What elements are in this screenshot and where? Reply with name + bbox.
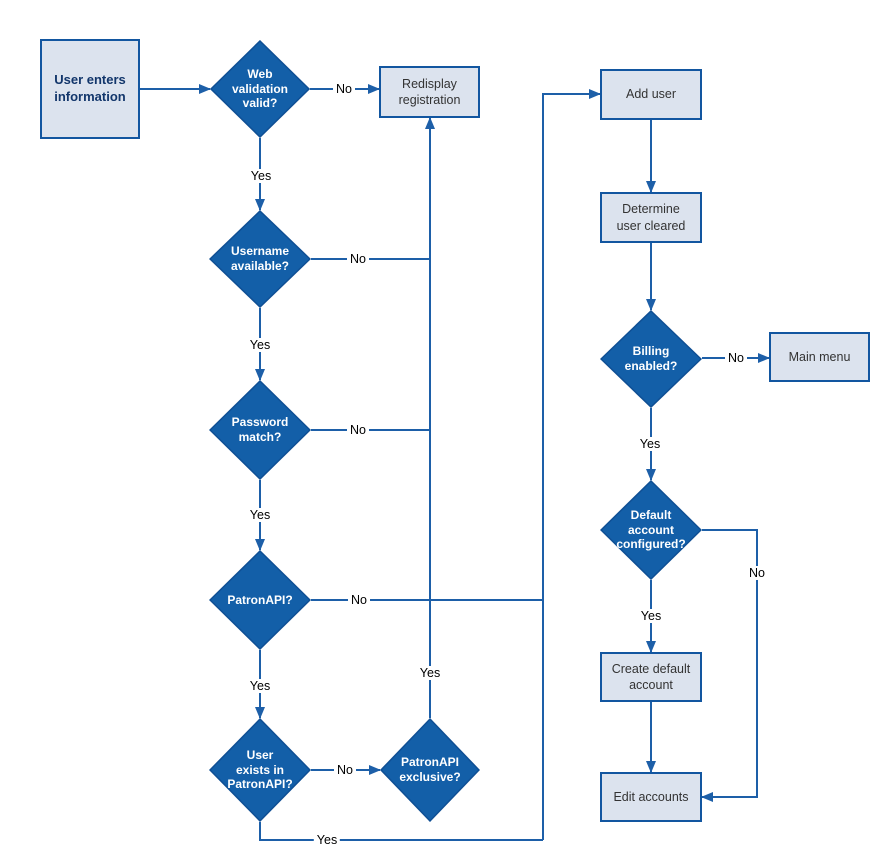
edge-userexists-yes-to-adduser-line	[259, 822, 543, 841]
edge-label-web-validation-no: No	[333, 82, 355, 96]
edge-label-billing-no: No	[725, 351, 747, 365]
node-label: PatronAPI exclusive?	[399, 755, 461, 784]
node-label: Web validation valid?	[231, 67, 288, 111]
node-user-enters-information: User enters information	[40, 39, 140, 139]
edge-label-user-exists-no: No	[334, 763, 356, 777]
edge-label-patronapi-no: No	[348, 593, 370, 607]
edge-label-password-no: No	[347, 423, 369, 437]
node-password-match: Password match?	[209, 380, 311, 480]
node-label: Create default account	[611, 661, 691, 692]
diamond-shape	[209, 380, 311, 480]
node-label: Add user	[625, 87, 677, 102]
diamond-shape	[380, 718, 480, 822]
node-label: Username available?	[230, 244, 290, 273]
node-label: Default account configured?	[616, 508, 686, 552]
node-patronapi: PatronAPI?	[209, 550, 311, 650]
edge-label-exclusive-yes: Yes	[416, 666, 444, 680]
edge-label-username-no: No	[347, 252, 369, 266]
node-determine-user-cleared: Determine user cleared	[600, 192, 702, 243]
edge-trunk-to-adduser	[542, 89, 601, 840]
node-label: Redisplay registration	[398, 76, 461, 107]
edge-label-default-no: No	[746, 566, 768, 580]
edge-label-password-yes: Yes	[246, 508, 274, 522]
diamond-shape	[600, 480, 702, 580]
edge-label-default-yes: Yes	[637, 609, 665, 623]
node-create-default-account: Create default account	[600, 652, 702, 702]
edge-label-username-yes: Yes	[246, 338, 274, 352]
node-label: PatronAPI?	[227, 592, 293, 607]
edge-label-user-exists-yes: Yes	[313, 833, 341, 847]
edge-label-billing-yes: Yes	[636, 437, 664, 451]
edge-label-web-validation-yes: Yes	[247, 169, 275, 183]
node-redisplay-registration: Redisplay registration	[379, 66, 480, 118]
node-label: User exists in PatronAPI?	[227, 748, 293, 792]
node-label: Billing enabled?	[624, 344, 678, 373]
node-label: Password match?	[231, 415, 289, 444]
node-edit-accounts: Edit accounts	[600, 772, 702, 822]
node-label: Main menu	[788, 349, 851, 364]
node-patronapi-exclusive: PatronAPI exclusive?	[380, 718, 480, 822]
node-add-user: Add user	[600, 69, 702, 120]
node-label: Determine user cleared	[616, 202, 686, 233]
node-label: User enters information	[54, 72, 126, 104]
node-user-exists-in-patronapi: User exists in PatronAPI?	[209, 718, 311, 822]
edge-default-no-to-editaccounts	[701, 529, 758, 802]
diamond-shape	[210, 40, 310, 138]
edge-label-patronapi-yes: Yes	[246, 679, 274, 693]
diamond-shape	[600, 310, 702, 408]
node-default-account-configured: Default account configured?	[600, 480, 702, 580]
node-web-validation-valid: Web validation valid?	[210, 40, 310, 138]
node-label: Edit accounts	[613, 789, 689, 804]
diamond-shape	[209, 550, 311, 650]
node-billing-enabled: Billing enabled?	[600, 310, 702, 408]
node-username-available: Username available?	[209, 210, 311, 308]
node-main-menu: Main menu	[769, 332, 870, 382]
diamond-shape	[209, 210, 311, 308]
diamond-shape	[209, 718, 311, 822]
